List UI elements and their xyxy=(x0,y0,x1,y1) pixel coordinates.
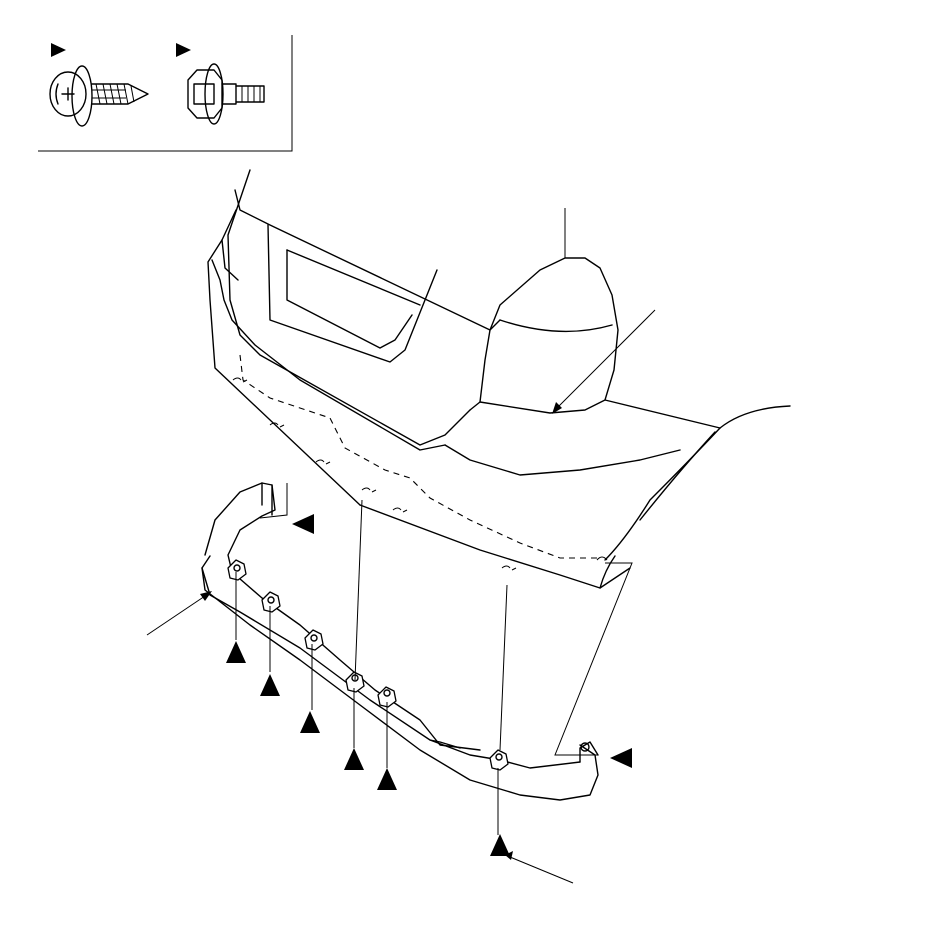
vehicle-rear-body xyxy=(207,169,791,589)
screw-marker-4-icon xyxy=(344,748,364,770)
screw-marker-2-icon xyxy=(260,674,280,696)
tapping-screw-icon xyxy=(49,65,149,127)
mounting-tabs xyxy=(227,559,509,771)
clip-outline xyxy=(232,354,608,571)
bolt-marker-1-icon xyxy=(292,514,314,534)
fastener-legend xyxy=(38,35,293,152)
screw-marker-3-icon xyxy=(300,711,320,733)
bolt-markers xyxy=(292,514,632,768)
screw-marker-6-icon xyxy=(490,834,510,856)
screw-marker-5-icon xyxy=(377,768,397,790)
screw-marker-1-icon xyxy=(226,641,246,663)
legend-bolt-marker-icon xyxy=(176,43,191,57)
legend-screw-marker-icon xyxy=(51,43,66,57)
screw-markers xyxy=(226,641,510,856)
flange-bolt-icon xyxy=(187,63,265,125)
fastener-callout-lines xyxy=(235,499,633,835)
leader-lines xyxy=(146,208,656,884)
tail-lamp xyxy=(469,257,619,414)
bolt-marker-2-icon xyxy=(610,748,632,768)
lower-bumper-cover xyxy=(201,482,599,801)
retaining-clip-marks xyxy=(232,377,608,571)
